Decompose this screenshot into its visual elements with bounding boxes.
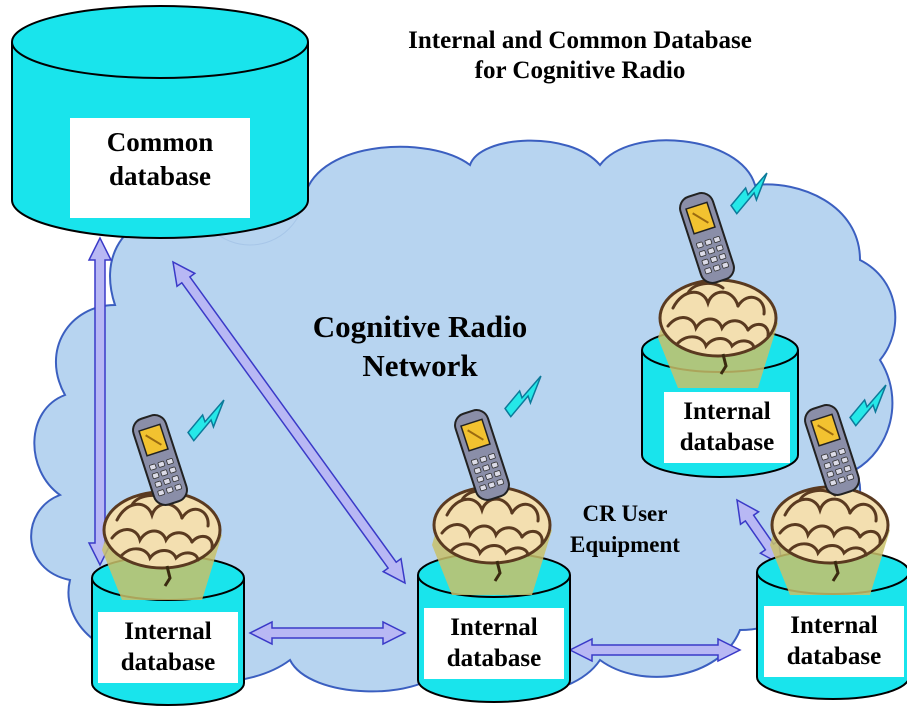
network-label: Cognitive Radio Network — [285, 308, 555, 386]
network-line-2: Network — [362, 347, 478, 383]
arrows-layer — [87, 236, 783, 663]
cr-line-1: CR User — [582, 501, 668, 526]
mobile-phone-icon — [454, 409, 510, 501]
double-arrow-icon — [248, 620, 407, 646]
brain-icon — [102, 490, 222, 600]
signal-bolt-icon — [187, 399, 225, 442]
brain-icon — [432, 485, 552, 595]
brain-icon — [770, 485, 890, 595]
internal-db-line-2: database — [679, 429, 775, 457]
internal-db-line-1: Internal — [450, 614, 538, 641]
cr-user-equipment-label: CR User Equipment — [545, 498, 705, 560]
common-database-label: Common database — [70, 118, 250, 218]
internal-db-label-upper: Internal database — [664, 392, 790, 463]
double-arrow-icon — [568, 637, 742, 663]
diagram-title: Internal and Common Database for Cogniti… — [330, 26, 830, 86]
common-db-line-2: database — [108, 160, 211, 191]
internal-db-line-1: Internal — [124, 618, 212, 645]
double-arrow-icon — [172, 260, 406, 585]
signal-bolt-icon — [849, 384, 887, 427]
mobile-phone-icon — [679, 192, 735, 284]
mobile-phone-icon — [132, 414, 188, 506]
internal-db-label-center: Internal database — [424, 608, 564, 679]
signal-bolt-icon — [504, 375, 542, 418]
cr-line-2: Equipment — [570, 532, 680, 558]
network-line-1: Cognitive Radio — [312, 309, 528, 344]
double-arrow-icon — [87, 236, 113, 567]
common-db-line-1: Common — [106, 127, 214, 157]
user-equipment-layer — [102, 172, 890, 600]
mobile-phone-icon — [804, 404, 860, 496]
brain-icon — [658, 278, 778, 388]
title-line-2: for Cognitive Radio — [474, 57, 686, 84]
internal-db-line-1: Internal — [683, 398, 771, 425]
internal-db-line-2: database — [786, 643, 882, 671]
signal-bolt-icon — [730, 172, 768, 215]
internal-db-label-right: Internal database — [764, 606, 904, 677]
internal-db-line-2: database — [446, 645, 542, 673]
internal-db-line-1: Internal — [790, 612, 878, 639]
internal-db-label-left: Internal database — [98, 612, 238, 683]
internal-db-line-2: database — [120, 649, 216, 677]
title-line-1: Internal and Common Database — [408, 27, 752, 54]
